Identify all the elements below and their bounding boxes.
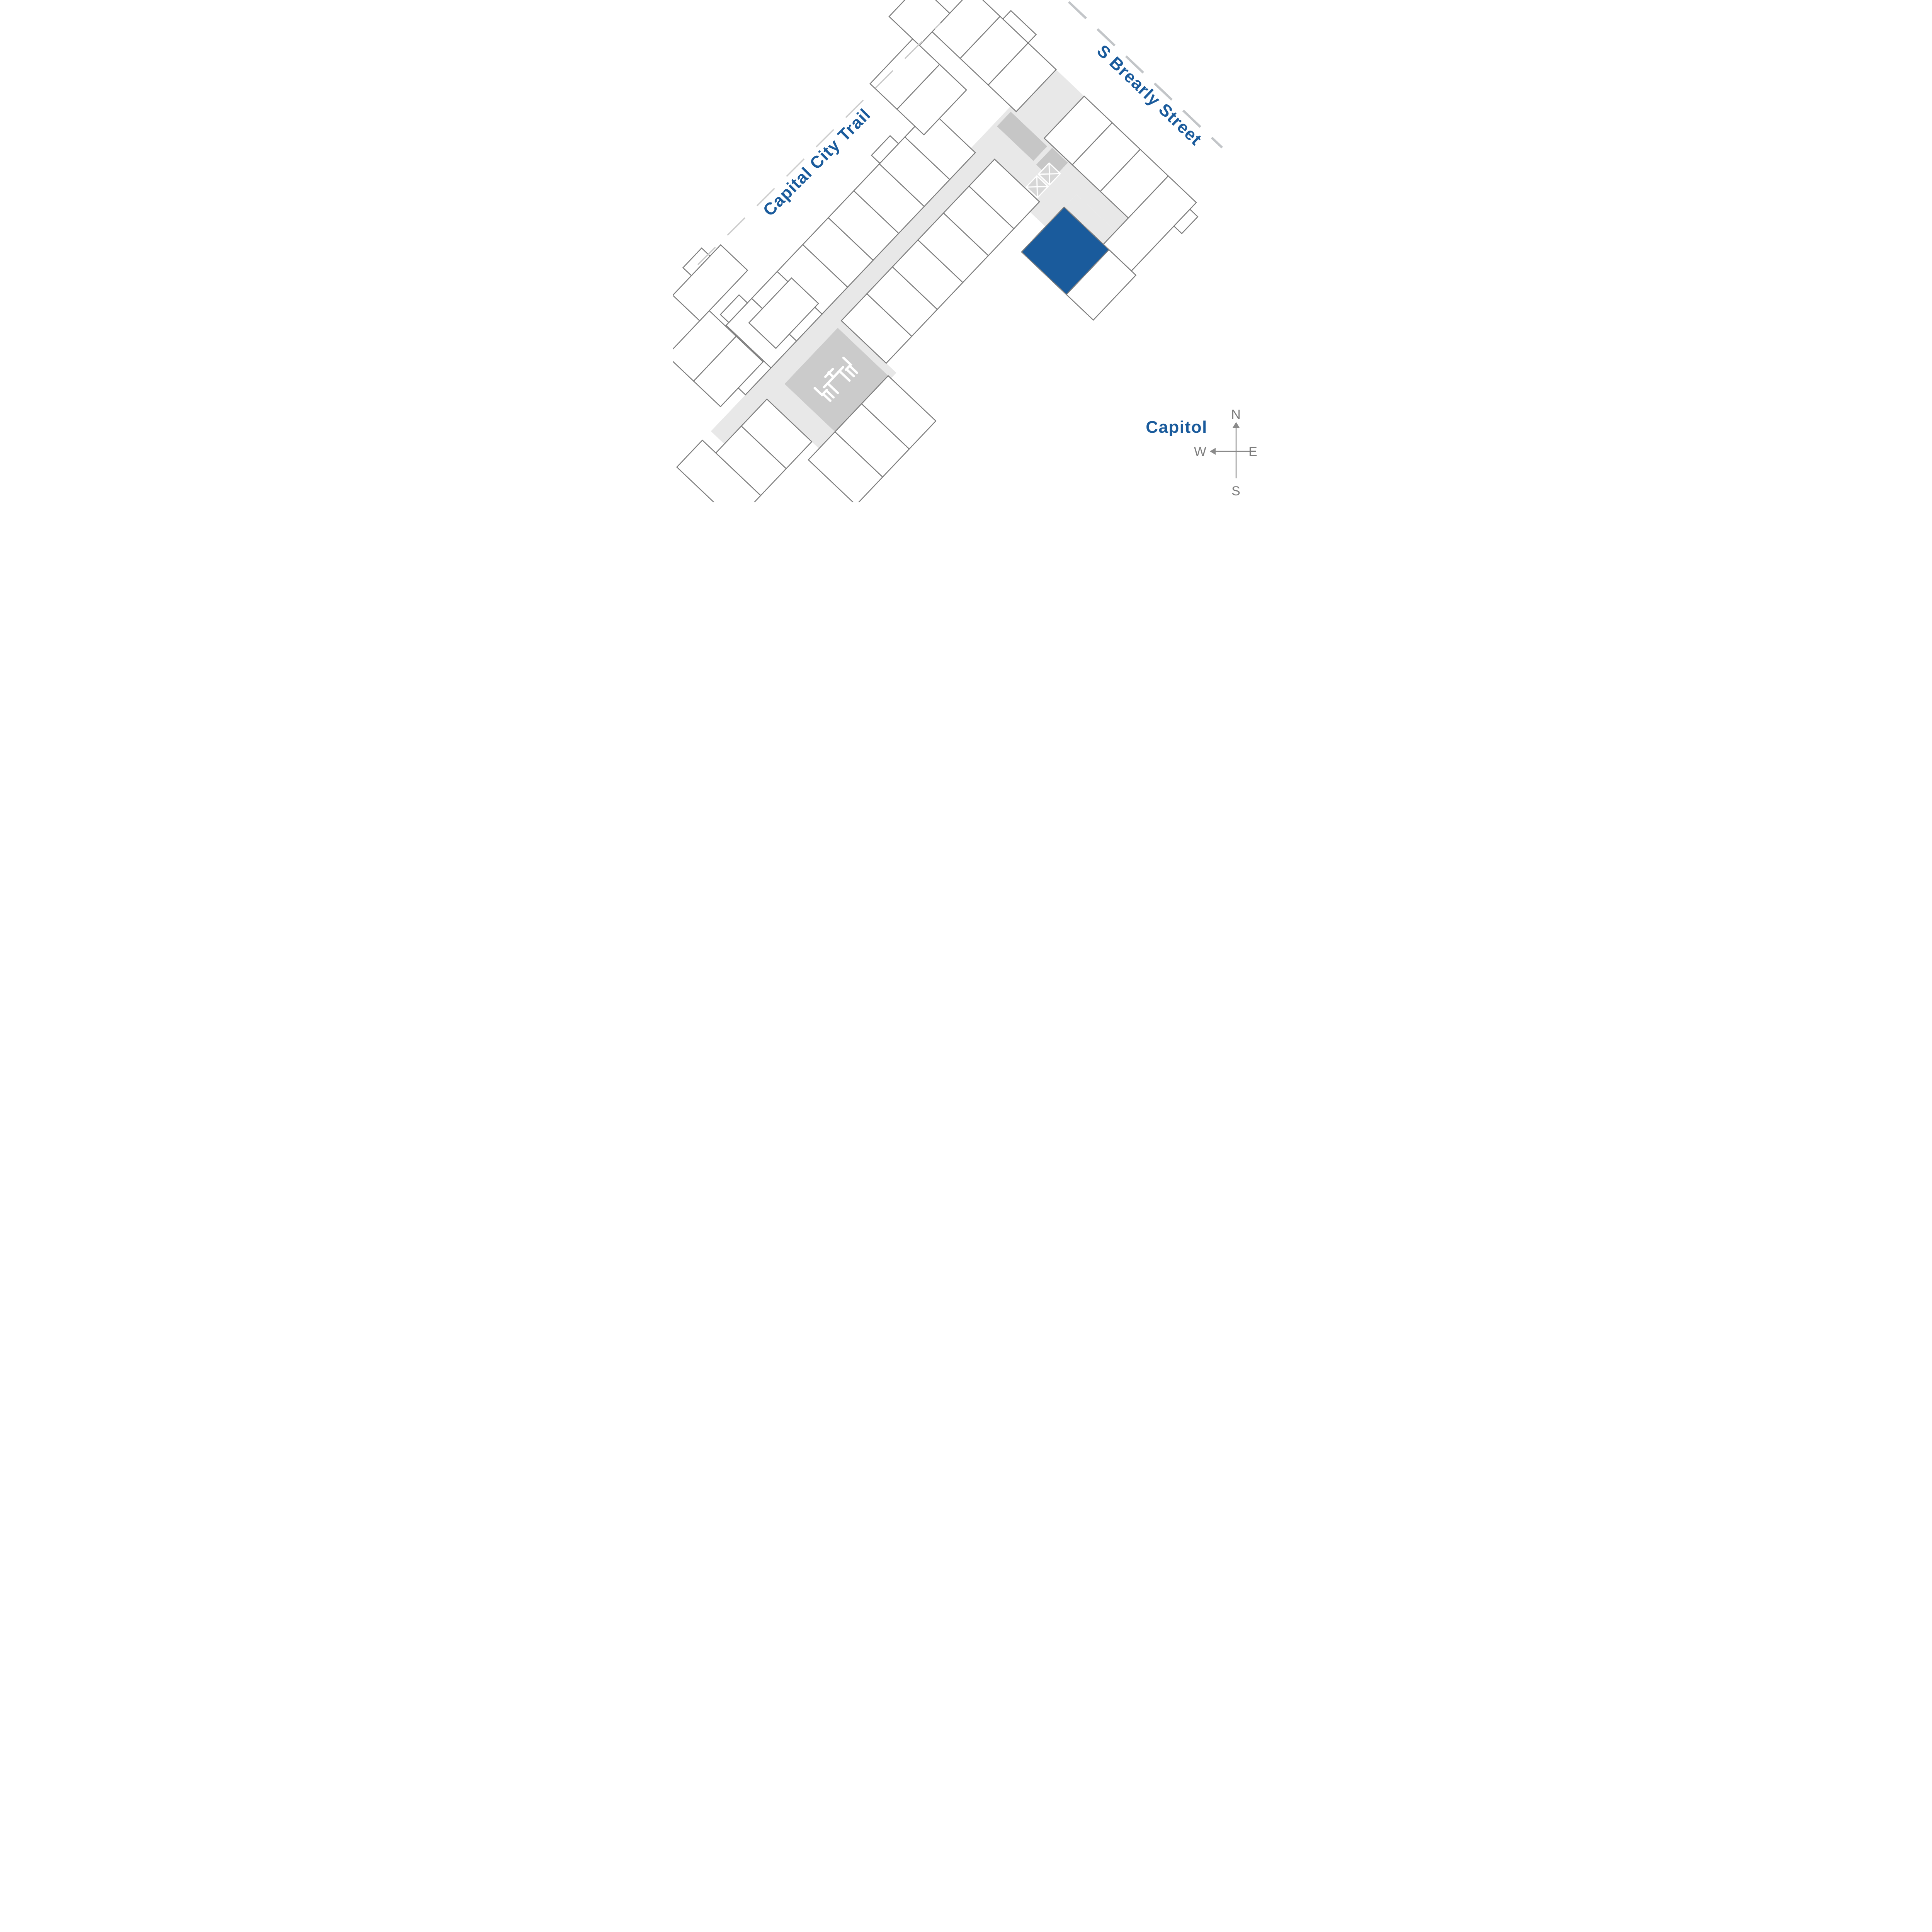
unit-bumpout [1002, 10, 1037, 44]
wing-north [869, 0, 1199, 321]
compass-west-label: W [1194, 444, 1206, 459]
highlighted-unit[interactable] [1020, 206, 1110, 295]
unit [692, 335, 764, 408]
feature-layer [813, 162, 1110, 402]
unit-bumpout [719, 294, 748, 323]
unit [987, 42, 1057, 112]
compass-icon: N S W E [1194, 407, 1257, 498]
site-plan-map: Capital City Trail S Brearly Street Capi… [672, 0, 1257, 502]
end-unit [676, 439, 761, 502]
capitol-label: Capitol [1146, 418, 1208, 437]
compass-east-label: E [1248, 444, 1258, 459]
amenity-area [784, 328, 888, 432]
unit [740, 398, 813, 469]
unit [896, 63, 967, 136]
elevator-x-icon [1025, 162, 1061, 199]
unit [968, 158, 1040, 230]
unit [861, 375, 937, 450]
unit-bumpout [1173, 208, 1199, 235]
picnic-table-icon [813, 356, 858, 402]
stairwell [997, 112, 1047, 161]
site-map-page: Capital City Trail S Brearly Street Capi… [672, 0, 1260, 502]
capital-city-trail-line [697, 22, 941, 265]
unit [748, 277, 819, 349]
elevator-lobby [967, 106, 1089, 227]
walkway [1064, 194, 1121, 250]
s-brearly-street-line [1068, 1, 1223, 149]
unit-bumpout [682, 247, 711, 277]
unit-bumpout [871, 135, 899, 164]
wing-south [672, 244, 819, 408]
compass-south-label: S [1231, 484, 1241, 498]
end-unit [888, 0, 951, 46]
units-layer [672, 0, 1199, 502]
compass-north-label: N [1231, 407, 1241, 422]
